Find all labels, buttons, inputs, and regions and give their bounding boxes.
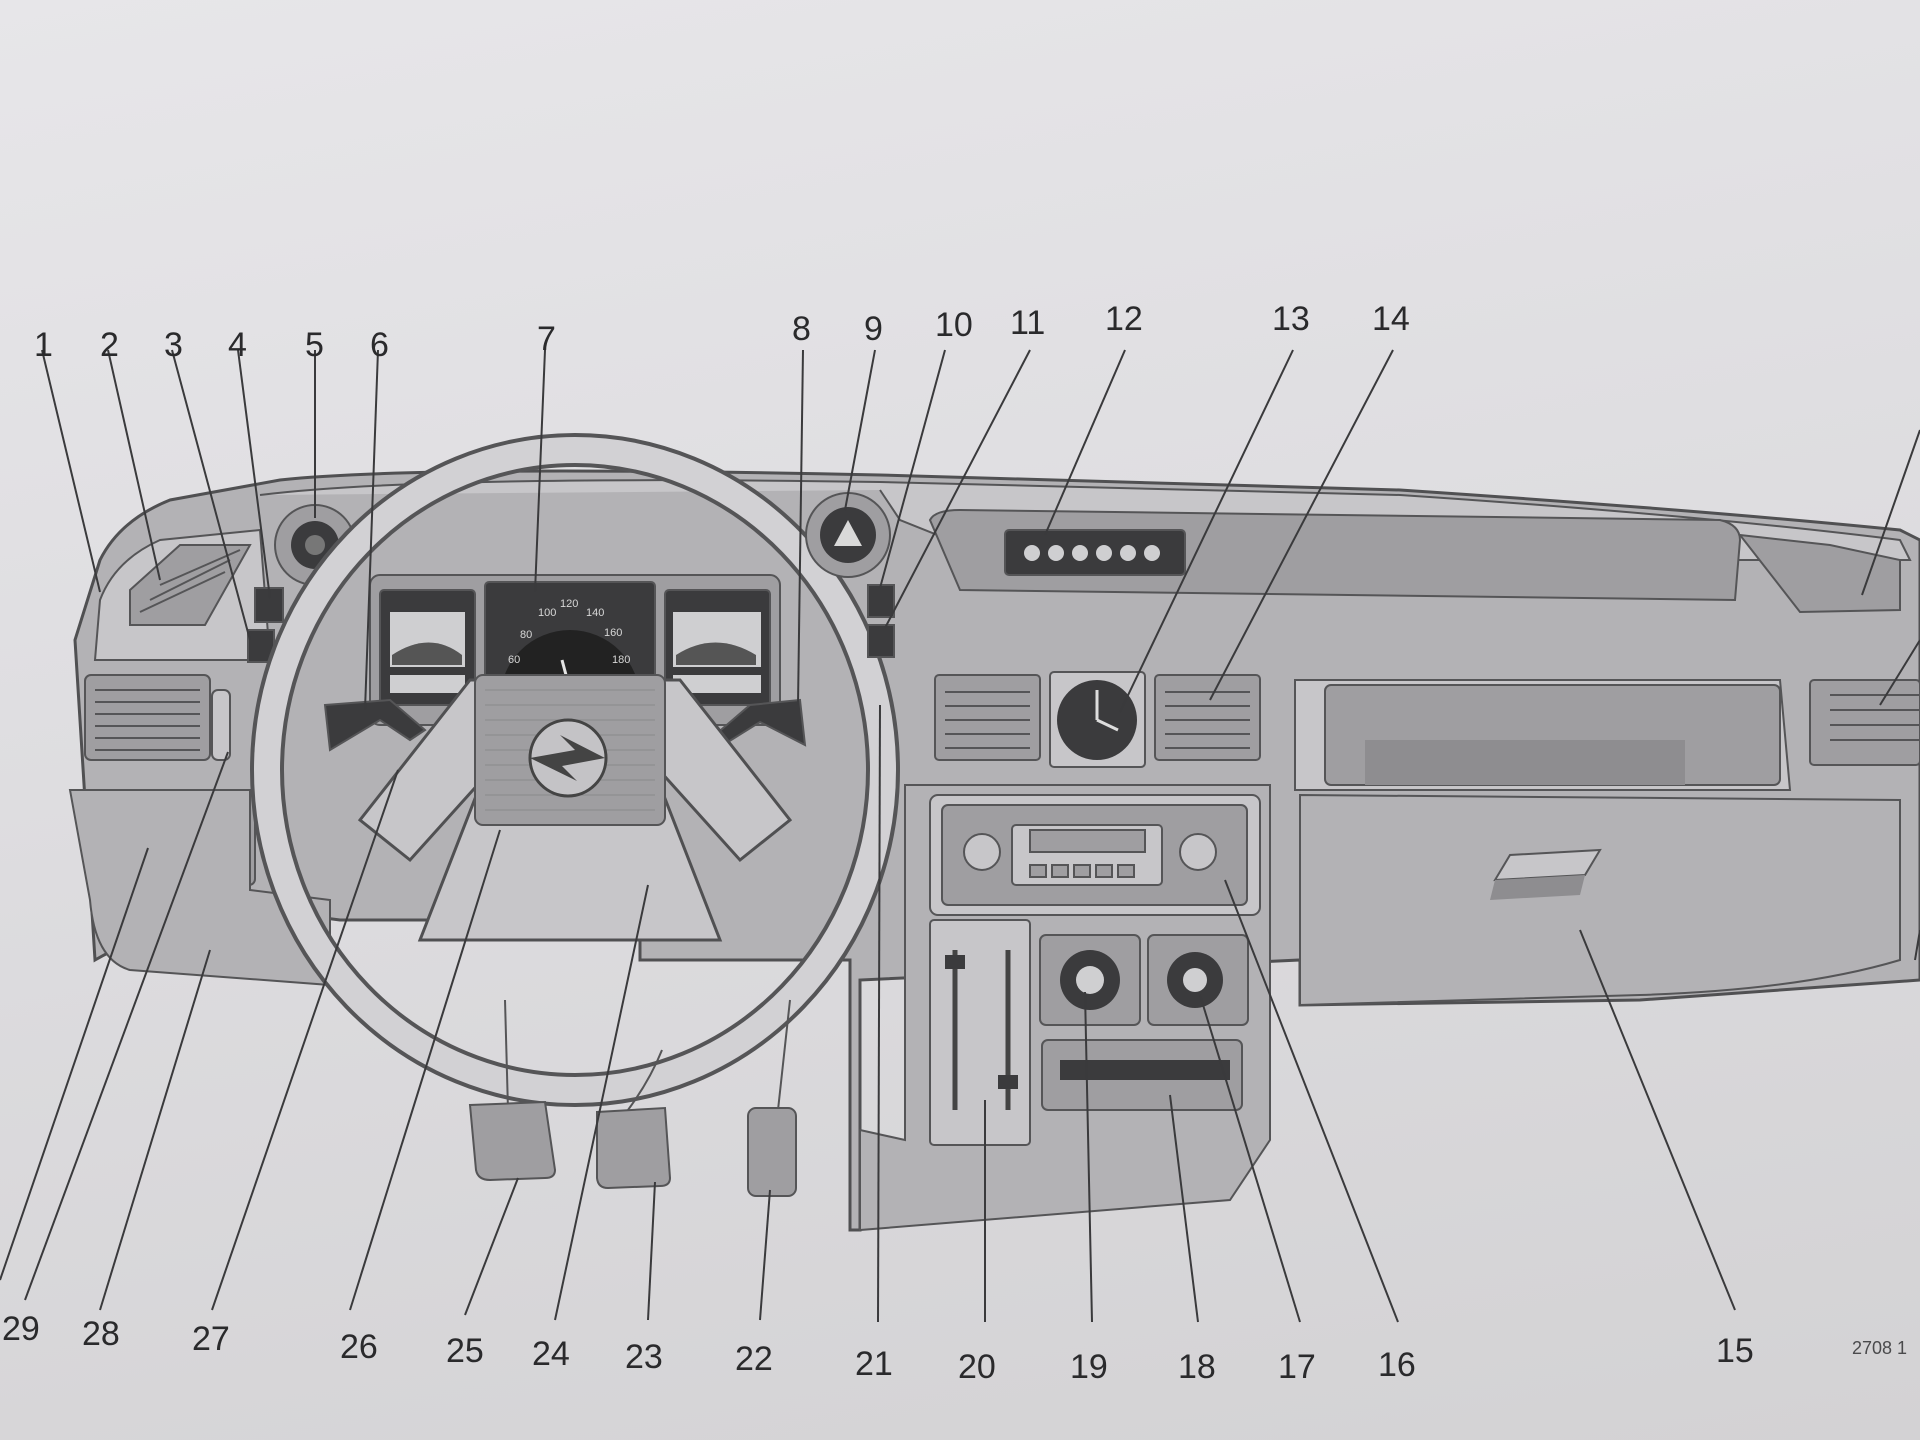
callout-21: 21 [855, 1345, 893, 1383]
callout-7: 7 [537, 320, 556, 358]
callout-14: 14 [1372, 300, 1410, 338]
speed-label: 120 [560, 598, 578, 610]
heater-sliders [929, 919, 1031, 1146]
callout-26: 26 [340, 1328, 378, 1366]
right-air-vent [1809, 679, 1920, 766]
callout-29: 29 [2, 1310, 40, 1348]
indicator-stalk-6 [323, 698, 427, 752]
switch-10 [867, 584, 895, 618]
callout-22: 22 [735, 1340, 773, 1378]
callout-4: 4 [228, 326, 247, 364]
callout-13: 13 [1272, 300, 1310, 338]
speed-label: 180 [612, 654, 630, 666]
speed-label: 80 [520, 629, 532, 641]
callout-16: 16 [1378, 1346, 1416, 1384]
speed-label: 160 [604, 627, 622, 639]
brake-pedal [596, 1106, 672, 1190]
callout-12: 12 [1105, 300, 1143, 338]
clutch-pedal [468, 1100, 557, 1182]
left-air-vent [84, 674, 211, 761]
callout-27: 27 [192, 1320, 230, 1358]
callout-9: 9 [864, 310, 883, 348]
callout-17: 17 [1278, 1348, 1316, 1386]
warning-light-strip [1004, 529, 1186, 576]
accelerator-pedal [747, 1107, 797, 1197]
speedometer-labels: 60 80 100 120 140 160 180 [508, 598, 630, 666]
switch-4 [254, 587, 284, 623]
dashboard-illustration: |≈| 60 80 100 120 140 160 180 [68, 433, 1920, 1232]
speed-label: 100 [538, 607, 556, 619]
right-top-vent [1737, 533, 1901, 614]
callout-20: 20 [958, 1348, 996, 1386]
callout-8: 8 [792, 310, 811, 348]
callout-11: 11 [1010, 304, 1045, 342]
callouts-top: 1 2 3 4 5 6 7 8 9 10 11 12 13 14 [34, 300, 1410, 364]
callout-15: 15 [1716, 1332, 1754, 1370]
callouts-bottom: 29 28 27 26 25 24 23 22 21 20 19 18 17 1… [2, 1310, 1754, 1386]
leader-lines [0, 349, 1920, 1323]
switch-11 [867, 624, 895, 658]
callout-10: 10 [935, 306, 973, 344]
callout-24: 24 [532, 1335, 570, 1373]
center-vent-left [934, 674, 1041, 761]
callout-6: 6 [370, 326, 389, 364]
glovebox-lid [1299, 793, 1901, 1007]
callout-18: 18 [1178, 1348, 1216, 1386]
center-vent-right [1154, 674, 1261, 761]
reference-code: 2708 1 [1852, 1338, 1907, 1358]
callout-5: 5 [305, 326, 324, 364]
speed-label: 140 [586, 607, 604, 619]
callout-28: 28 [82, 1315, 120, 1353]
callout-25: 25 [446, 1332, 484, 1370]
callout-3: 3 [164, 326, 183, 364]
callout-2: 2 [100, 326, 119, 364]
callout-1: 1 [34, 326, 53, 364]
speed-label: 60 [508, 654, 520, 666]
lower-left-panel [68, 789, 331, 987]
callout-19: 19 [1070, 1348, 1108, 1386]
callout-23: 23 [625, 1338, 663, 1376]
